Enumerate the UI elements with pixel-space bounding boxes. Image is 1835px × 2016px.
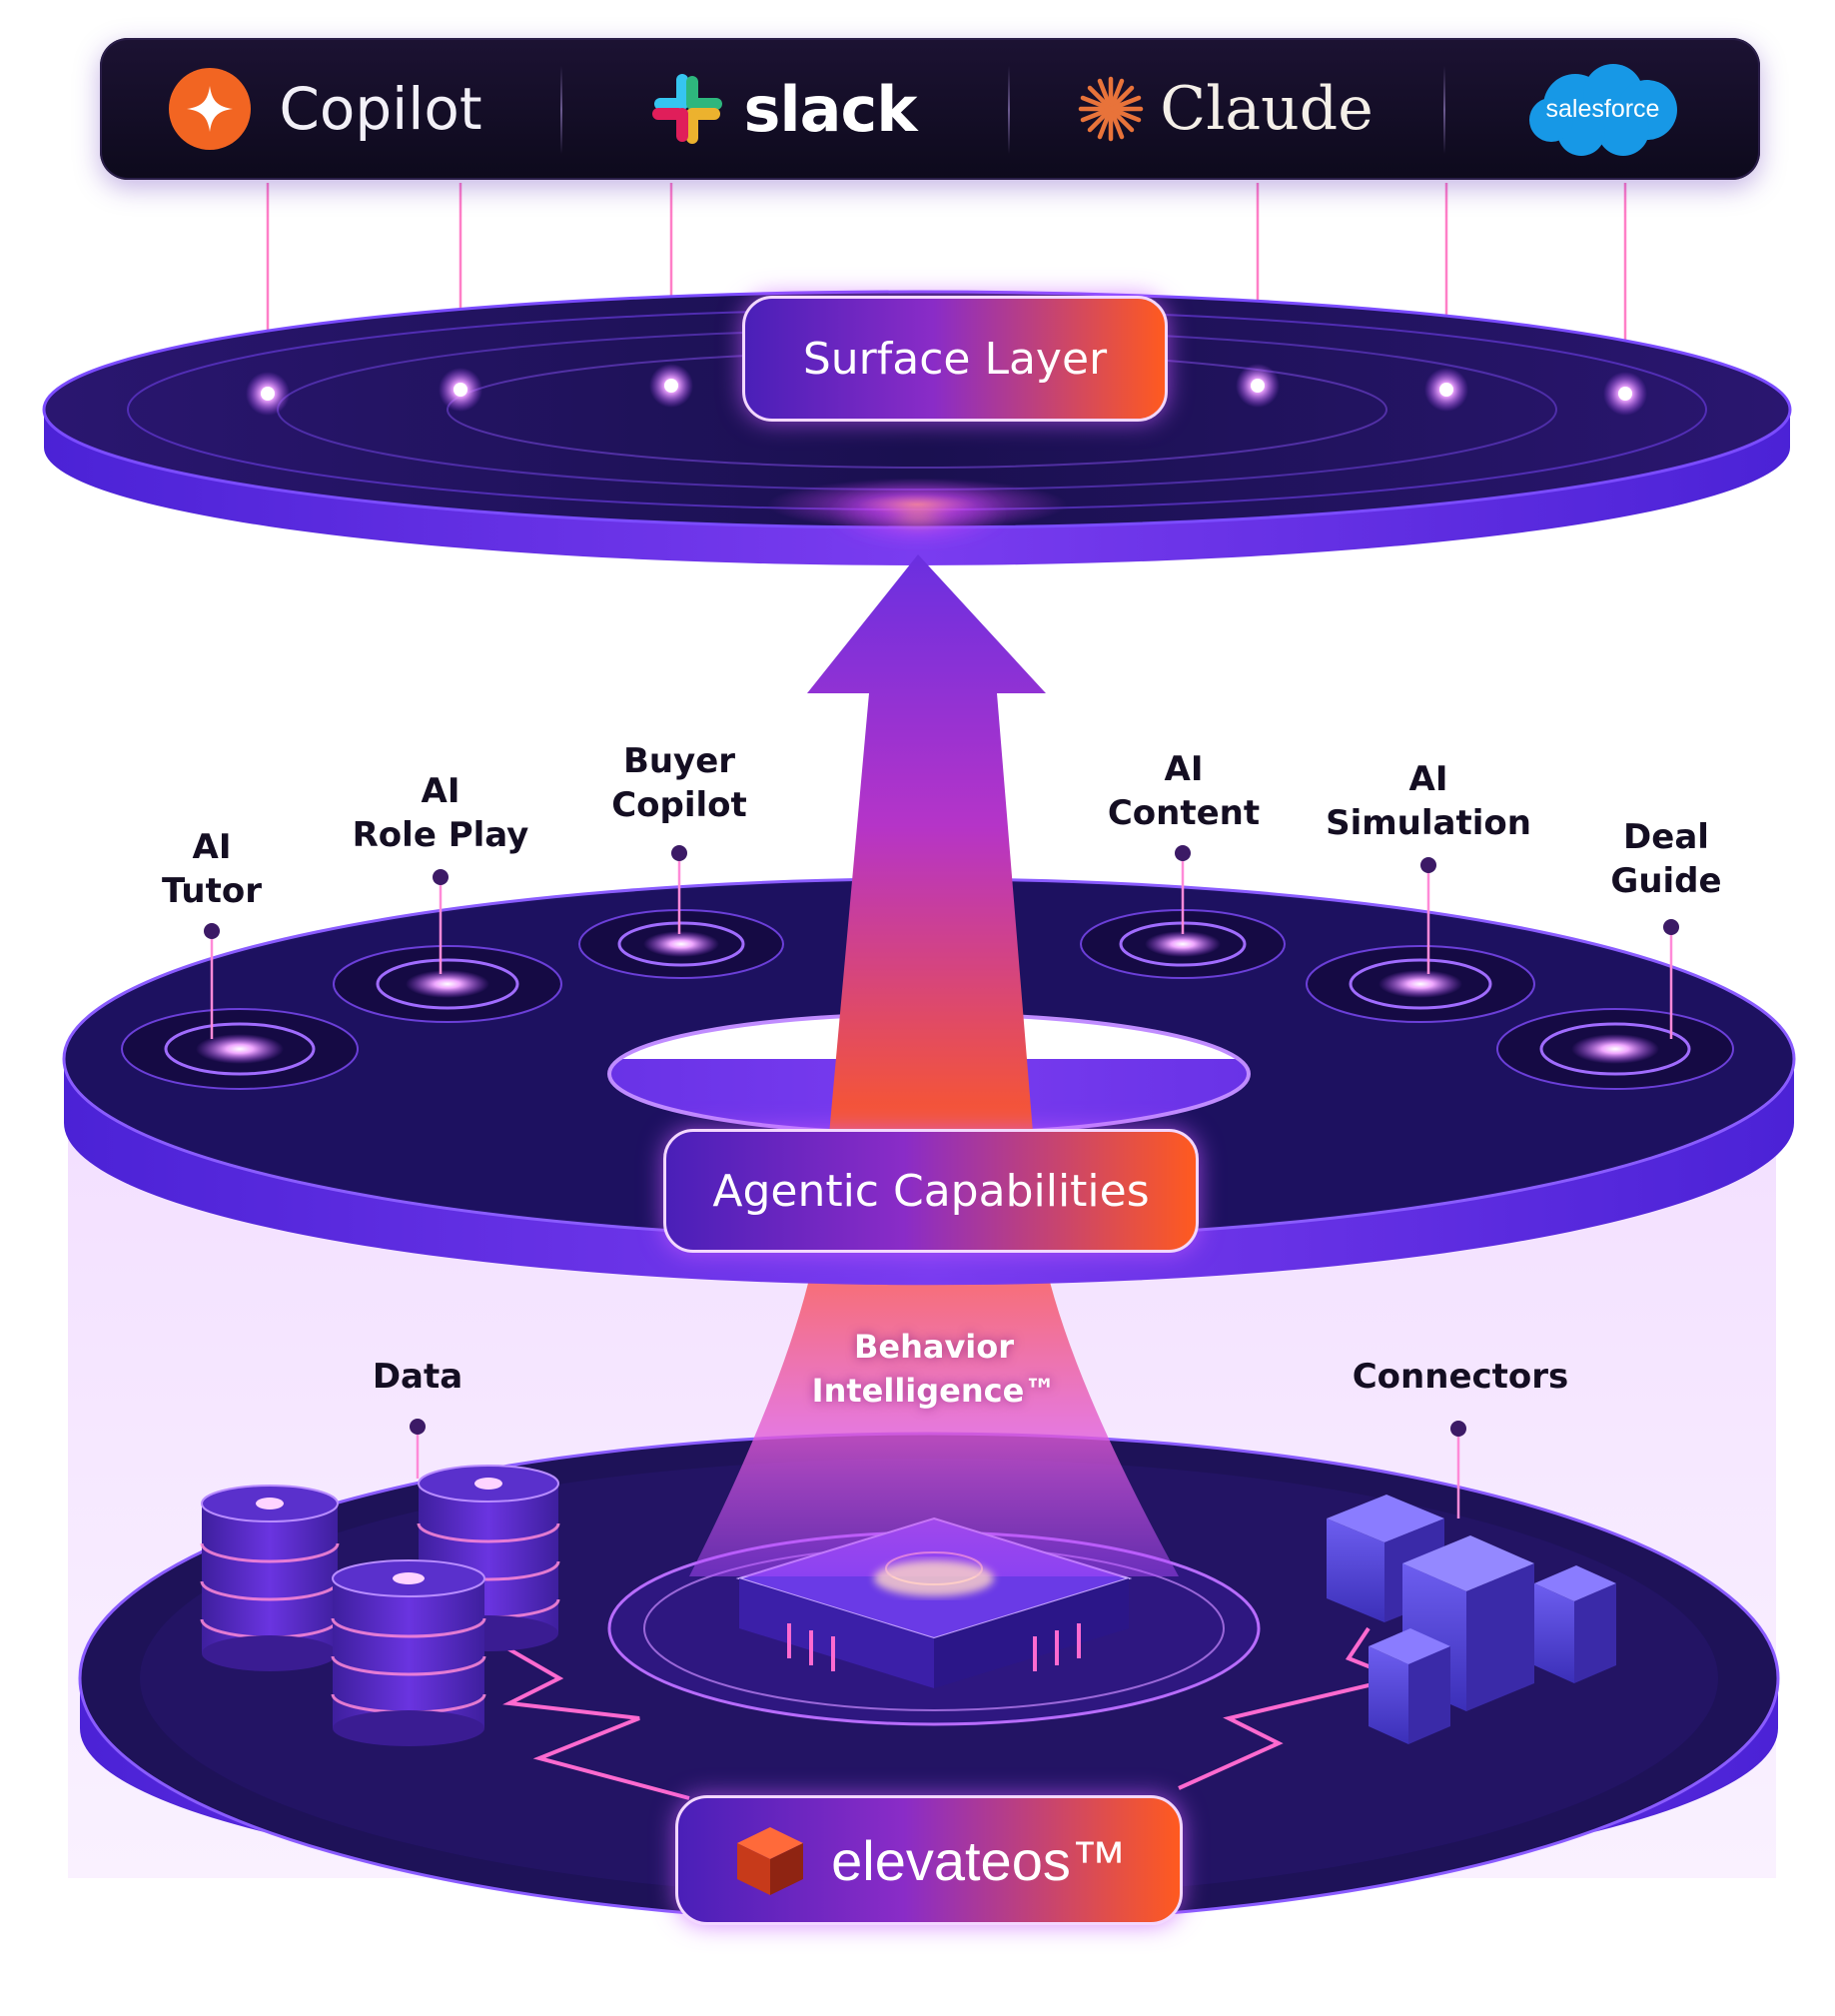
integration-salesforce[interactable]: salesforce — [1445, 38, 1760, 180]
behavior-intelligence-label: Behavior Intelligence™ — [811, 1328, 1057, 1410]
integration-copilot[interactable]: Copilot — [100, 38, 549, 180]
divider — [1008, 66, 1010, 154]
elevateos-text: elevateos™ — [831, 1828, 1127, 1892]
divider — [1443, 66, 1445, 154]
circuit-traces — [502, 1626, 1405, 1800]
slack-icon — [651, 74, 722, 144]
connector-cubes — [1327, 1495, 1616, 1744]
capability-deal-guide: Deal Guide — [1610, 817, 1722, 901]
agentic-platform — [62, 877, 1796, 1286]
elevateos-cube-icon — [737, 1827, 804, 1895]
upward-arrow — [807, 554, 1046, 1157]
integration-label: salesforce — [1545, 94, 1660, 123]
divider — [560, 66, 562, 154]
capability-ai-tutor: AI Tutor — [161, 827, 263, 911]
integration-slack[interactable]: slack — [562, 38, 1002, 180]
data-dot — [410, 1419, 426, 1435]
agentic-capabilities-text: Agentic Capabilities — [712, 1165, 1150, 1217]
salesforce-cloud-icon: salesforce — [1523, 54, 1683, 164]
integration-claude[interactable]: Claude — [1010, 38, 1441, 180]
data-databases — [200, 1465, 560, 1746]
capability-dots — [204, 845, 1679, 939]
foundation-connectors-label: Connectors — [1352, 1357, 1569, 1397]
capability-buyer-copilot: Buyer Copilot — [611, 741, 747, 825]
integration-label: Claude — [1160, 74, 1374, 144]
claude-icon — [1079, 76, 1144, 142]
capability-ai-simulation: AI Simulation — [1326, 759, 1531, 843]
behavior-beam — [689, 1231, 1179, 1576]
foundation-lines — [416, 1427, 1460, 1518]
connectors-dot — [1450, 1421, 1466, 1437]
foundation-data-label: Data — [372, 1357, 463, 1397]
surface-nodes — [246, 364, 1647, 416]
capability-ai-role-play: AI Role Play — [352, 771, 529, 855]
surface-layer-text: Surface Layer — [802, 333, 1108, 385]
capability-lines — [210, 854, 1673, 1039]
integrations-bar: Copilot slack — [100, 38, 1760, 180]
integration-label: Copilot — [279, 75, 482, 143]
copilot-icon — [169, 68, 252, 150]
integration-label: slack — [743, 72, 918, 146]
foundation-platform — [78, 1432, 1780, 1925]
capability-ai-content: AI Content — [1107, 749, 1261, 833]
elevateos-label: elevateos™ — [675, 1795, 1183, 1925]
surface-layer-label: Surface Layer — [742, 296, 1168, 422]
capability-nodes — [121, 909, 1734, 1090]
agentic-capabilities-label: Agentic Capabilities — [663, 1129, 1199, 1253]
